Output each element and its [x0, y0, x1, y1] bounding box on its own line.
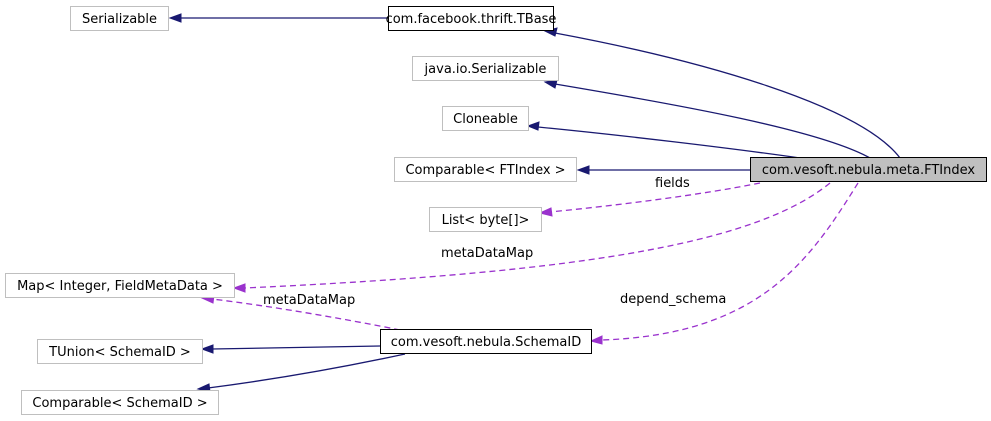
edge-ftindex-comparable	[576, 165, 750, 175]
edge-tbase-serializable	[168, 13, 388, 23]
node-comparable-ftindex-label: Comparable< FTIndex >	[405, 163, 565, 178]
node-map-integer-label: Map< Integer, FieldMetaData >	[17, 279, 223, 294]
edge-label-metadatamap-ftindex: metaDataMap	[441, 246, 533, 261]
node-map-integer[interactable]: Map< Integer, FieldMetaData >	[5, 273, 235, 298]
node-java-io-serializable[interactable]: java.io.Serializable	[412, 56, 559, 81]
edge-schemaid-comparable	[196, 353, 406, 393]
node-schemaid-label: com.vesoft.nebula.SchemaID	[391, 335, 581, 350]
node-serializable-label: Serializable	[82, 12, 157, 27]
node-cloneable-label: Cloneable	[453, 112, 518, 127]
edge-ftindex-map	[232, 182, 831, 293]
node-cloneable[interactable]: Cloneable	[442, 106, 529, 131]
node-serializable[interactable]: Serializable	[70, 6, 169, 31]
node-schemaid[interactable]: com.vesoft.nebula.SchemaID	[380, 329, 592, 354]
node-comparable-schemaid[interactable]: Comparable< SchemaID >	[21, 390, 219, 415]
node-ftindex-label: com.vesoft.nebula.meta.FTIndex	[762, 163, 975, 178]
node-comparable-ftindex[interactable]: Comparable< FTIndex >	[394, 157, 577, 182]
edge-ftindex-list	[538, 182, 761, 217]
node-list-byte-label: List< byte[]>	[442, 213, 530, 228]
edge-ftindex-schemaid	[589, 182, 859, 345]
edge-label-metadatamap-schemaid: metaDataMap	[263, 293, 355, 308]
node-comparable-schemaid-label: Comparable< SchemaID >	[32, 396, 207, 411]
edge-ftindex-tbase	[543, 27, 901, 159]
edge-label-depend-schema: depend_schema	[620, 292, 726, 307]
node-tbase-label: com.facebook.thrift.TBase	[386, 12, 557, 27]
node-ftindex[interactable]: com.vesoft.nebula.meta.FTIndex	[750, 157, 987, 182]
node-list-byte[interactable]: List< byte[]>	[429, 207, 542, 232]
edge-ftindex-cloneable	[526, 121, 801, 159]
edge-schemaid-tunion	[200, 344, 381, 354]
node-tbase[interactable]: com.facebook.thrift.TBase	[386, 6, 557, 31]
node-java-io-serializable-label: java.io.Serializable	[424, 62, 547, 77]
node-tunion-schemaid-label: TUnion< SchemaID >	[48, 345, 191, 360]
node-tunion-schemaid[interactable]: TUnion< SchemaID >	[37, 339, 203, 364]
edge-label-fields: fields	[655, 176, 690, 191]
